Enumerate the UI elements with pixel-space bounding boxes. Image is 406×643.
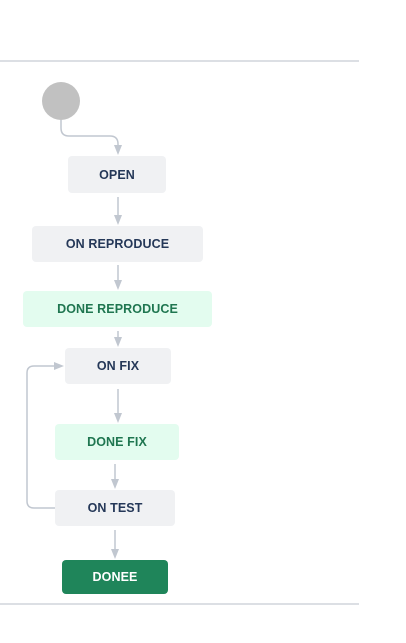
status-node-donee[interactable]: DONEE [62,560,168,594]
status-label: DONE FIX [87,435,147,449]
status-node-on-reproduce[interactable]: ON REPRODUCE [32,226,203,262]
status-node-open[interactable]: OPEN [68,156,166,193]
status-node-done-reproduce[interactable]: DONE REPRODUCE [23,291,212,327]
start-node [42,82,80,120]
transition-start-open [60,120,122,155]
status-node-done-fix[interactable]: DONE FIX [55,424,179,460]
status-node-on-fix[interactable]: ON FIX [65,348,171,384]
top-divider [0,60,359,62]
status-label: ON REPRODUCE [65,237,170,251]
status-label: DONE REPRODUCE [57,302,178,316]
status-label: OPEN [99,167,135,182]
status-label: ON TEST [87,501,143,515]
status-label: DONEE [92,570,138,584]
transition-ontest-onfix [26,362,64,509]
bottom-divider [0,603,359,605]
status-label: ON FIX [96,359,140,373]
status-node-on-test[interactable]: ON TEST [55,490,175,526]
